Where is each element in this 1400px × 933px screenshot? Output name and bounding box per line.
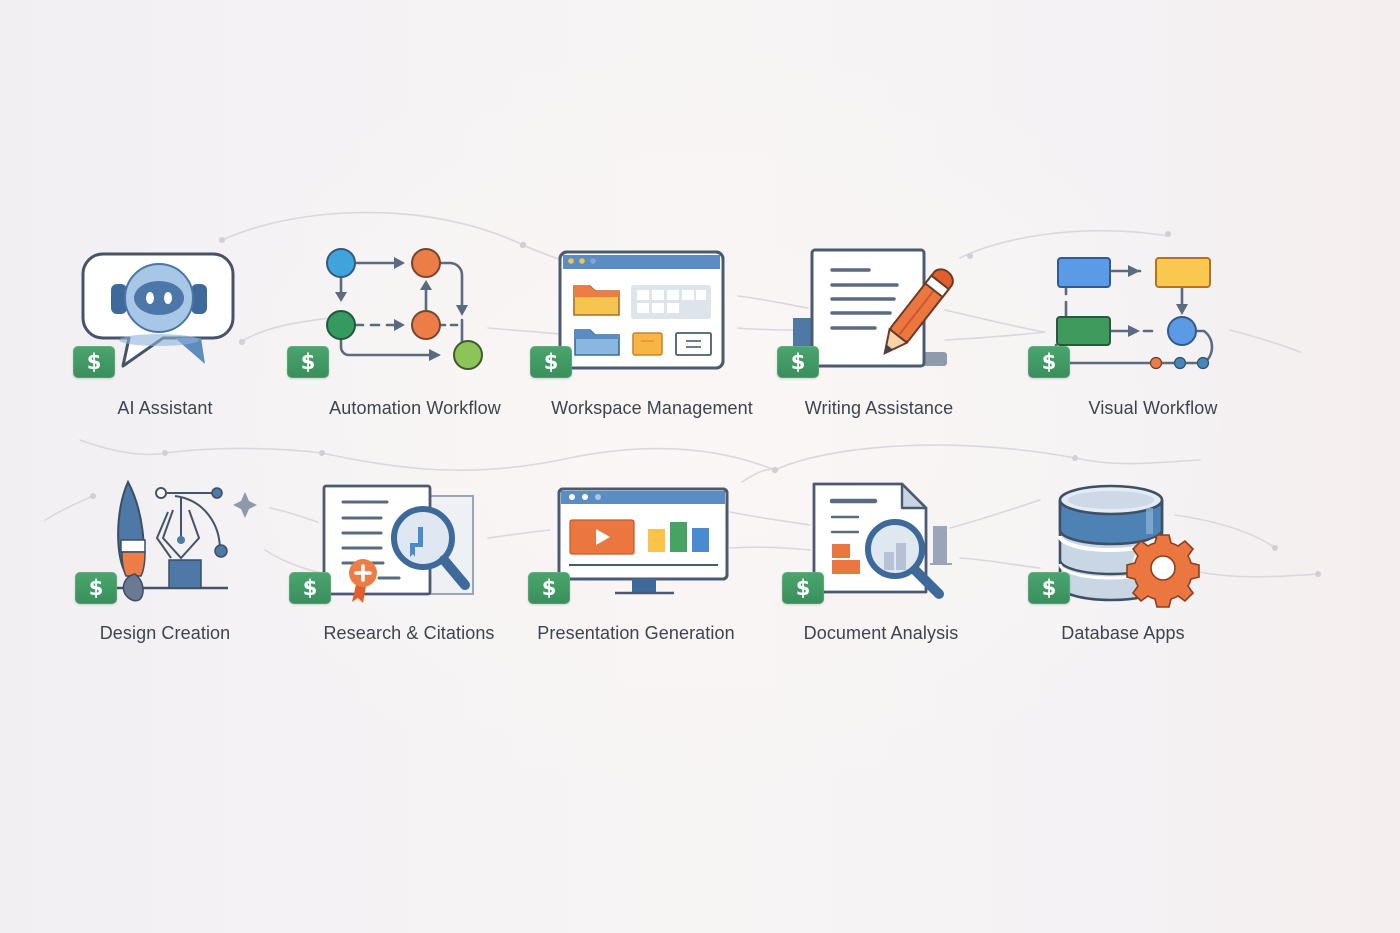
tile-label: Writing Assistance xyxy=(804,398,954,418)
robot-chat-icon xyxy=(55,240,275,390)
dollar-badge[interactable]: $ xyxy=(75,572,117,604)
flowchart-icon xyxy=(1028,240,1248,390)
dollar-icon: $ xyxy=(795,576,811,600)
document-chart-magnifier-icon xyxy=(782,470,1002,620)
dollar-icon: $ xyxy=(1041,576,1057,600)
dollar-icon: $ xyxy=(302,576,318,600)
dollar-badge[interactable]: $ xyxy=(530,346,572,378)
dollar-icon: $ xyxy=(300,350,316,374)
document-magnifier-ribbon-icon xyxy=(287,470,507,620)
dollar-icon: $ xyxy=(88,576,104,600)
brush-pen-tool-icon xyxy=(55,470,275,620)
tile-workspace-management[interactable]: $ Workspace Management xyxy=(530,240,753,440)
dollar-badge[interactable]: $ xyxy=(287,346,329,378)
dollar-icon: $ xyxy=(541,576,557,600)
dollar-icon: $ xyxy=(1041,350,1057,374)
tile-label: Visual Workflow xyxy=(1088,398,1218,418)
dollar-badge[interactable]: $ xyxy=(73,346,115,378)
tile-presentation-generation[interactable]: $ Presentation Generation xyxy=(528,470,748,670)
tile-label: AI Assistant xyxy=(117,398,213,418)
tile-label: Workspace Management xyxy=(551,398,753,418)
tile-visual-workflow[interactable]: $ Visual Workflow xyxy=(1028,240,1248,440)
tile-document-analysis[interactable]: $ Document Analysis xyxy=(782,470,1002,670)
tile-label: Presentation Generation xyxy=(537,623,735,643)
database-gear-icon xyxy=(1028,470,1248,620)
dollar-badge[interactable]: $ xyxy=(1028,346,1070,378)
tile-database-apps[interactable]: $ Database Apps xyxy=(1028,470,1248,670)
tile-label: Document Analysis xyxy=(803,623,959,643)
dollar-badge[interactable]: $ xyxy=(782,572,824,604)
dollar-icon: $ xyxy=(543,350,559,374)
tile-label: Research & Citations xyxy=(323,623,495,643)
dollar-icon: $ xyxy=(790,350,806,374)
tile-research-citations[interactable]: $ Research & Citations xyxy=(287,470,507,670)
tile-label: Database Apps xyxy=(1061,623,1185,643)
dollar-icon: $ xyxy=(86,350,102,374)
tile-automation-workflow[interactable]: $ Automation Workflow xyxy=(287,240,507,440)
tile-label: Automation Workflow xyxy=(329,398,501,418)
app-window-folders-icon xyxy=(530,240,750,390)
flow-nodes-icon xyxy=(287,240,507,390)
dollar-badge[interactable]: $ xyxy=(289,572,331,604)
tile-label: Design Creation xyxy=(99,623,231,643)
dollar-badge[interactable]: $ xyxy=(528,572,570,604)
dollar-badge[interactable]: $ xyxy=(777,346,819,378)
tile-ai-assistant[interactable]: $ AI Assistant xyxy=(55,240,275,440)
monitor-slides-icon xyxy=(528,470,748,620)
tile-design-creation[interactable]: $ Design Creation xyxy=(55,470,275,670)
dollar-badge[interactable]: $ xyxy=(1028,572,1070,604)
tile-writing-assistance[interactable]: $ Writing Assistance xyxy=(777,240,997,440)
